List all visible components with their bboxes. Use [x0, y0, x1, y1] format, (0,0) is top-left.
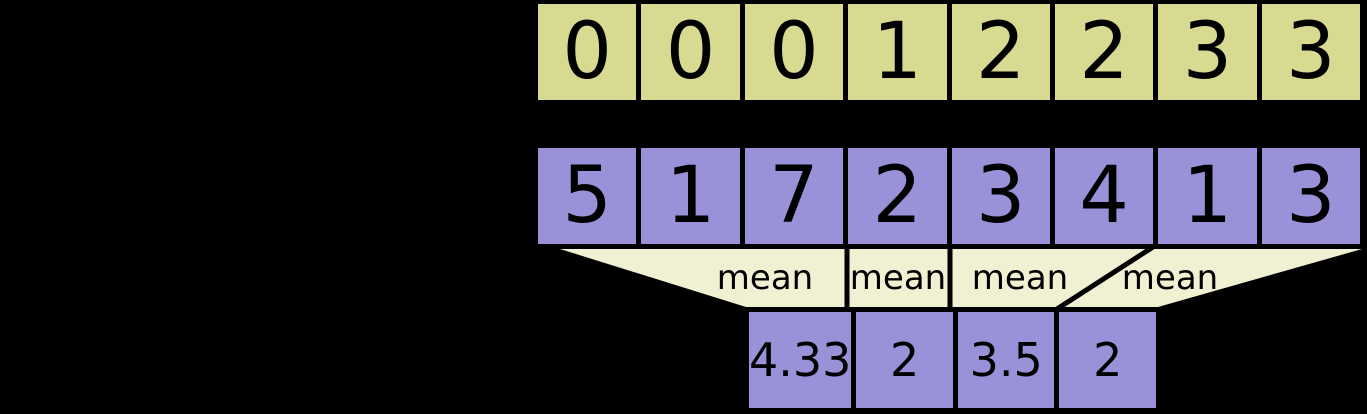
result-row: 4.33 2 3.5 2 [745, 308, 1160, 412]
data-cell: 5 [538, 148, 637, 244]
result-cell: 4.33 [749, 312, 852, 408]
segment-id-cell: 0 [538, 4, 637, 100]
result-cell: 2 [1059, 312, 1157, 408]
data-row: 5 1 7 2 3 4 1 3 [534, 144, 1364, 248]
data-cell: 3 [951, 148, 1050, 244]
result-cell: 3.5 [957, 312, 1055, 408]
segment-id-cell: 2 [951, 4, 1050, 100]
segment-ids-row: 0 0 0 1 2 2 3 3 [534, 0, 1364, 104]
data-cell: 2 [848, 148, 947, 244]
segment-id-cell: 3 [1261, 4, 1360, 100]
result-cell: 2 [856, 312, 953, 408]
data-cell: 1 [1158, 148, 1257, 244]
data-cell: 7 [744, 148, 844, 244]
data-cell: 3 [1261, 148, 1360, 244]
segment-id-cell: 1 [848, 4, 947, 100]
segment-id-cell: 2 [1054, 4, 1154, 100]
mean-operation-label: mean [716, 258, 814, 298]
data-cell: 4 [1054, 148, 1154, 244]
mean-operation-label: mean [971, 258, 1069, 298]
mean-operation-label: mean [849, 258, 947, 298]
mean-operation-label: mean [1121, 258, 1219, 298]
segment-id-cell: 0 [641, 4, 740, 100]
segment-id-cell: 0 [744, 4, 844, 100]
data-cell: 1 [641, 148, 740, 244]
segment-id-cell: 3 [1158, 4, 1257, 100]
